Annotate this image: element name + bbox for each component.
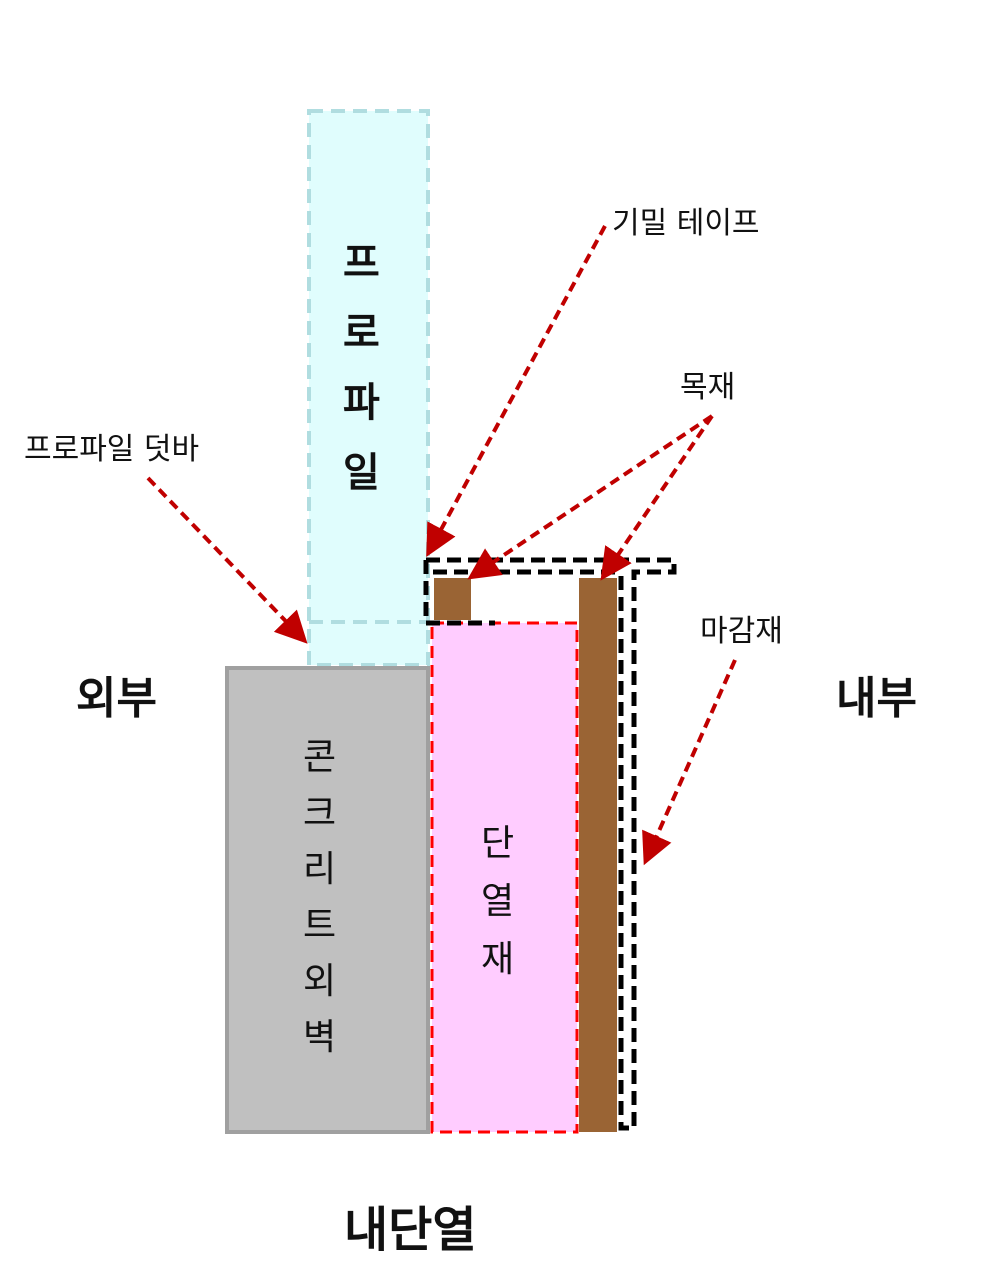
concrete-wall-label: 콘 크 리 트 외 벽 xyxy=(303,730,336,1066)
exterior-label: 외부 xyxy=(76,673,157,724)
concrete-wall-shape xyxy=(225,666,430,1134)
arrow-wood-left xyxy=(467,414,714,580)
char: 단 xyxy=(481,823,515,864)
char: 로 xyxy=(343,310,380,356)
char: 리 xyxy=(303,849,337,890)
profile-shape xyxy=(307,109,430,667)
arrow-finish xyxy=(642,659,737,866)
char: 파 xyxy=(343,380,380,426)
finish-outline xyxy=(423,557,677,1131)
wood-strip xyxy=(579,578,617,1132)
char: 크 xyxy=(303,793,337,834)
wood-block-small xyxy=(434,578,471,620)
airtight-tape-label: 기밀 테이프 xyxy=(612,206,760,241)
char: 프 xyxy=(343,240,380,286)
diagram-title: 내단열 xyxy=(344,1202,477,1258)
finish-label: 마감재 xyxy=(700,614,783,649)
wood-label: 목재 xyxy=(680,370,736,405)
char: 트 xyxy=(303,905,337,946)
char: 벽 xyxy=(303,1017,337,1058)
char: 콘 xyxy=(303,737,337,778)
arrow-airtight-tape xyxy=(426,225,607,558)
arrow-profile-cover-bar xyxy=(146,476,308,644)
interior-label: 내부 xyxy=(836,673,917,724)
insulation-label: 단 열 재 xyxy=(481,815,514,989)
profile-cover-bar-label: 프로파일 덧바 xyxy=(24,432,200,467)
char: 열 xyxy=(481,881,515,922)
arrow-wood-right xyxy=(600,414,714,581)
char: 재 xyxy=(481,939,515,980)
insulation-shape xyxy=(430,621,579,1134)
arrows xyxy=(146,225,737,866)
profile-label: 프 로 파 일 xyxy=(343,228,380,508)
char: 외 xyxy=(303,961,337,1002)
char: 일 xyxy=(343,450,380,496)
